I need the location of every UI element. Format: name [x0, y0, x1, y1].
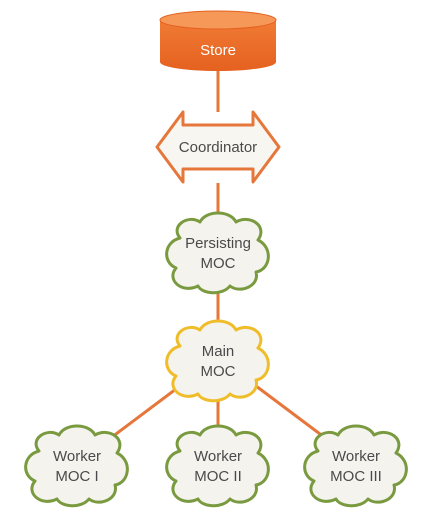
store-cylinder-body: [160, 20, 276, 71]
coordinator-label: Coordinator: [179, 139, 257, 156]
persisting-moc-label-line2: MOC: [201, 255, 236, 272]
worker-moc-2-label-line2: MOC II: [194, 468, 242, 485]
worker-moc-3-label-line2: MOC III: [330, 468, 382, 485]
worker-moc-3-cloud: [303, 424, 408, 508]
coordinator-node: Coordinator: [155, 110, 281, 184]
persisting-moc-cloud: [165, 211, 270, 295]
connector-main-worker3: [255, 384, 329, 442]
worker-moc-2-label-line1: Worker: [194, 448, 242, 465]
store-label: Store: [200, 42, 236, 59]
persisting-moc-label-line1: Persisting: [185, 235, 251, 252]
worker-moc-3-node: Worker MOC III: [303, 424, 408, 508]
worker-moc-2-node: Worker MOC II: [165, 424, 270, 508]
main-moc-label-line1: Main: [202, 343, 235, 360]
worker-moc-1-label-line1: Worker: [53, 448, 101, 465]
main-moc-node: Main MOC: [165, 319, 270, 403]
worker-moc-3-label-line1: Worker: [332, 448, 380, 465]
coordinator-double-arrow: [155, 110, 281, 184]
main-moc-label-line2: MOC: [201, 363, 236, 380]
worker-moc-1-node: Worker MOC I: [24, 424, 129, 508]
main-moc-cloud: [165, 319, 270, 403]
persisting-moc-node: Persisting MOC: [165, 211, 270, 295]
worker-moc-2-cloud: [165, 424, 270, 508]
worker-moc-1-label-line2: MOC I: [55, 468, 98, 485]
worker-moc-1-cloud: [24, 424, 129, 508]
store-cylinder-top: [159, 10, 277, 30]
connector-main-worker1: [107, 384, 181, 442]
store-node: Store: [159, 10, 277, 71]
